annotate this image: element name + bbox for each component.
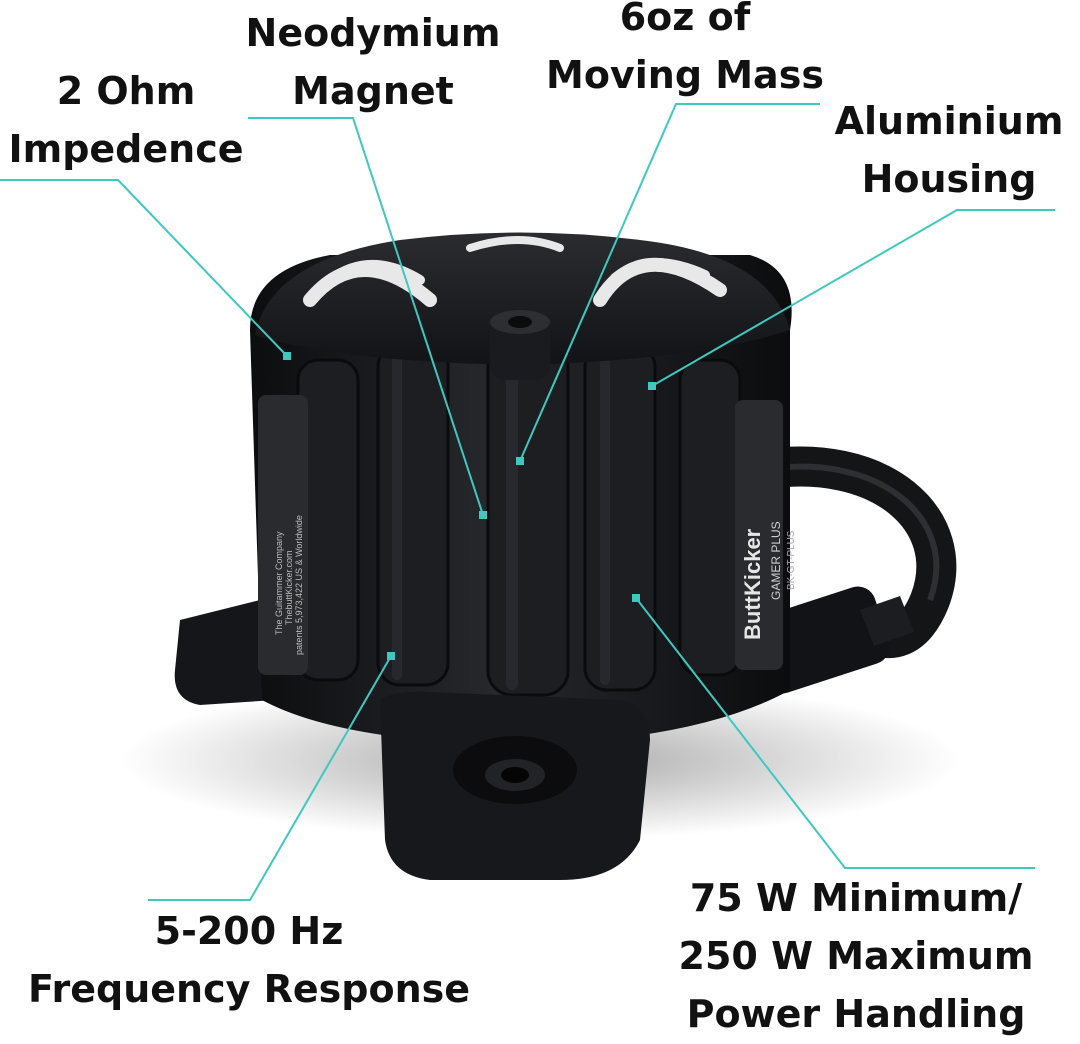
model-label: GAMER PLUS: [769, 521, 783, 600]
callout-magnet-line-2: Magnet: [292, 69, 454, 113]
callout-power: 75 W Minimum/ 250 W Maximum Power Handli…: [640, 869, 1072, 1043]
callout-housing: Aluminium Housing: [820, 92, 1078, 208]
callout-impedance: 2 Ohm Impedence: [0, 62, 252, 178]
callout-power-line-3: Power Handling: [686, 992, 1026, 1036]
callout-frequency: 5-200 Hz Frequency Response: [8, 902, 490, 1018]
model-code: BK-GT-PLUS: [786, 530, 797, 590]
callout-frequency-line-2: Frequency Response: [27, 967, 471, 1011]
callout-power-line-2: 250 W Maximum: [678, 934, 1034, 978]
callout-mass-line-2: Moving Mass: [546, 53, 824, 97]
callout-housing-line-2: Housing: [861, 157, 1037, 201]
callout-impedance-line-2: Impedence: [8, 127, 244, 171]
callout-frequency-line-1: 5-200 Hz: [154, 909, 344, 953]
brand-label: ButtKicker: [740, 528, 765, 640]
callout-mass-line-1: 6oz of: [619, 0, 751, 39]
callout-housing-line-1: Aluminium: [834, 99, 1064, 143]
side-label-line-2: ThebuttKicker.com: [284, 550, 294, 625]
callout-magnet: Neodymium Magnet: [228, 4, 518, 120]
callout-power-line-1: 75 W Minimum/: [689, 876, 1023, 920]
side-label-line-3: patents 5,973,422 US & Worldwide: [294, 515, 304, 655]
side-label-line-1: The Guitammer Company: [274, 531, 284, 635]
callout-impedance-line-1: 2 Ohm: [56, 69, 196, 113]
callout-magnet-line-1: Neodymium: [245, 11, 501, 55]
callout-mass: 6oz of Moving Mass: [530, 0, 840, 104]
